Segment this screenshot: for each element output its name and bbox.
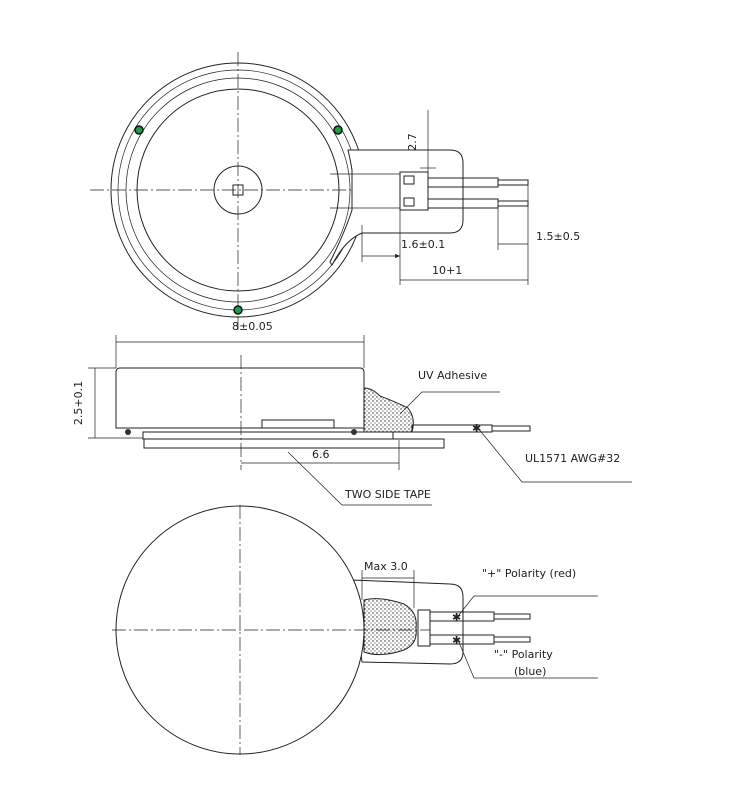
wire-bottom-stripped xyxy=(497,200,529,207)
dim-diameter-label: 8±0.05 xyxy=(232,320,273,333)
label-max: Max 3.0 xyxy=(364,560,408,573)
terminal-marker-2 xyxy=(333,125,343,135)
bottom-wire-blue-stripped xyxy=(493,636,531,643)
dim-tape-label: 6.6 xyxy=(312,448,330,461)
leader-tape xyxy=(287,451,432,506)
label-wire: UL1571 AWG#32 xyxy=(525,452,620,465)
bottom-adhesive-blob xyxy=(363,598,417,656)
side-wire-stripped xyxy=(491,425,531,432)
leader-neg xyxy=(457,639,598,679)
star-pos: ✱ xyxy=(452,611,461,624)
pin-left xyxy=(125,429,131,435)
terminal-marker-1 xyxy=(134,125,144,135)
leader-pos xyxy=(457,595,598,617)
star-neg: ✱ xyxy=(452,634,461,647)
dim-1-6-label: 1.6±0.1 xyxy=(401,238,445,251)
bottom-wire-red-stripped xyxy=(493,613,531,620)
dim-2-7-label: 2.7 xyxy=(406,133,419,151)
lead-housing xyxy=(329,149,464,266)
bottom-view: Max 3.0 ✱ "+" Polarity (red) ✱ "-" Polar… xyxy=(112,505,598,755)
label-neg-2: (blue) xyxy=(514,665,546,678)
dim-1-5-label: 1.5±0.5 xyxy=(536,230,580,243)
wire-star: ✱ xyxy=(472,422,481,435)
terminal-marker-3 xyxy=(233,305,243,315)
label-uv-adhesive: UV Adhesive xyxy=(418,369,487,382)
label-pos: "+" Polarity (red) xyxy=(482,567,576,580)
label-neg-1: "-" Polarity xyxy=(494,648,553,661)
leader-uv xyxy=(399,391,500,415)
pin-right xyxy=(351,429,357,435)
motor-body-side xyxy=(115,367,365,429)
top-view: 2.7 1.6±0.1 1.5±0.5 10+1 8±0.05 xyxy=(90,52,580,333)
wire-top-stripped xyxy=(497,179,529,186)
dim-thickness-label: 2.5+0.1 xyxy=(72,381,85,425)
dim-10-label: 10+1 xyxy=(432,264,462,277)
lead-pad-top xyxy=(403,175,415,185)
leader-wire xyxy=(477,427,632,483)
tape-layer xyxy=(143,438,445,449)
body-step xyxy=(261,419,335,428)
side-view: 2.5+0.1 6.6 UV Adhesive ✱ UL1571 AWG#32 … xyxy=(72,335,632,506)
bottom-wire-connector xyxy=(417,609,431,647)
lead-pad-bottom xyxy=(403,197,415,207)
uv-adhesive-blob xyxy=(363,387,414,433)
label-tape: TWO SIDE TAPE xyxy=(344,488,431,501)
